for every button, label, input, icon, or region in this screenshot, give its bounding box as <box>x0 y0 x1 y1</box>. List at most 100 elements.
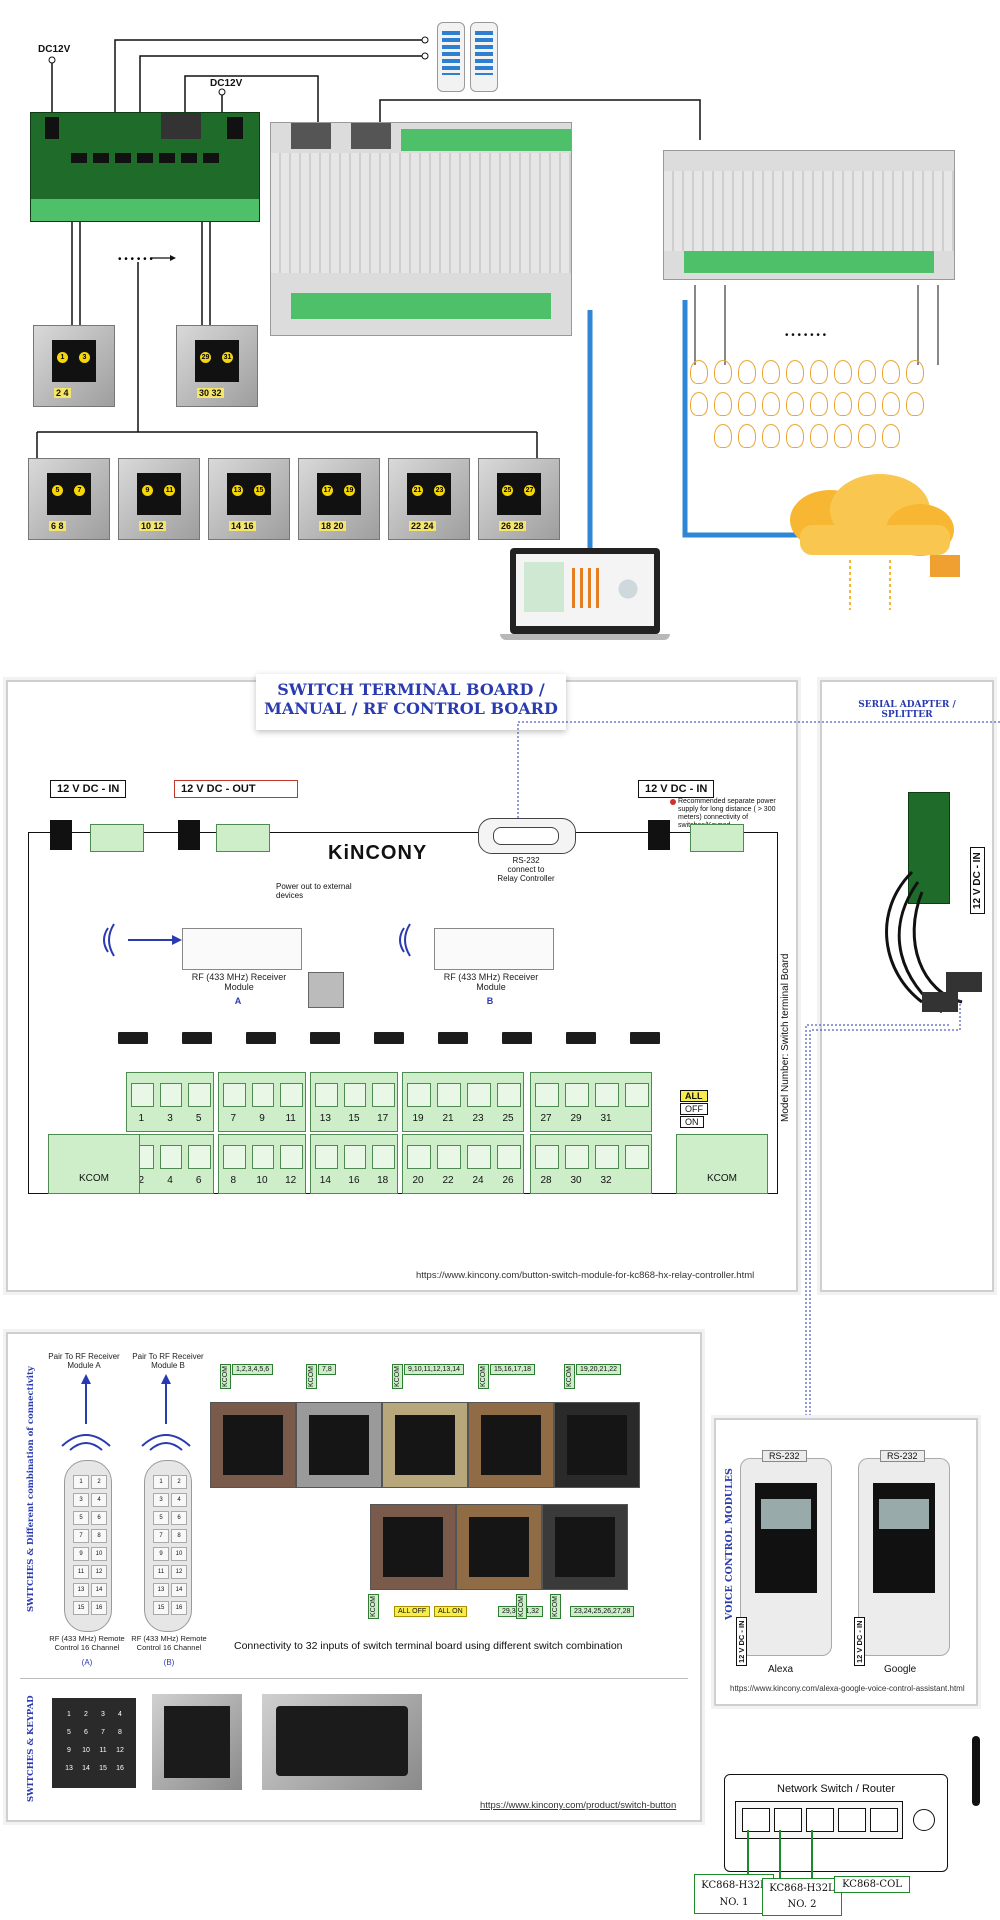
switch-dot: 5 <box>52 485 63 496</box>
board-url: https://www.kincony.com/button-switch-mo… <box>416 1270 755 1281</box>
serial-cables <box>885 870 982 1014</box>
rf-letter-a: A <box>234 996 242 1006</box>
terminal-number: 17 <box>377 1113 389 1124</box>
light-bulb-icon <box>762 424 780 448</box>
kcom-label: KCOM <box>707 1173 737 1184</box>
switch-dot: 13 <box>232 485 243 496</box>
light-bulb-icon <box>786 360 804 384</box>
remote-key: 9 <box>73 1547 89 1561</box>
light-bulb-icon <box>858 392 876 416</box>
antenna <box>972 1736 980 1806</box>
light-bulb-icon <box>762 392 780 416</box>
remote-key: 15 <box>73 1601 89 1615</box>
terminal-number: 2 <box>138 1175 145 1186</box>
switch-numbers: 10 12 <box>139 521 166 531</box>
model-number-vertical: Model Number: Switch terminal Board <box>780 953 791 1122</box>
terminal-number: 15 <box>348 1113 360 1124</box>
terminal-number: 11 <box>285 1113 296 1124</box>
terminal-number: 18 <box>377 1175 389 1186</box>
remote-key: 12 <box>91 1565 107 1579</box>
switch-numbers: 26 28 <box>499 521 526 531</box>
switch-dot: 23 <box>434 485 445 496</box>
kcom-tag: KCOM <box>564 1364 575 1389</box>
relay-controller-photo-right <box>663 150 955 280</box>
light-bulb-icon <box>834 424 852 448</box>
power-jack-left <box>50 820 72 850</box>
pair-a-label: Pair To RF Receiver Module A <box>48 1352 120 1370</box>
remote-key: 2 <box>91 1475 107 1489</box>
terminal-screw <box>188 1083 211 1107</box>
note-bullet <box>670 799 676 805</box>
switch-terminal-board-photo <box>30 112 260 222</box>
keypad-key: 16 <box>116 1765 124 1772</box>
terminal-number: 3 <box>167 1113 173 1124</box>
tag-h32l-1-model: KC868-H32L <box>701 1880 767 1891</box>
terminal-screw <box>437 1145 461 1169</box>
input-range-tag: 19,20,21,22 <box>576 1364 621 1375</box>
switch-dot: 11 <box>164 485 175 496</box>
terminal-screw <box>372 1145 395 1169</box>
light-bulb-icon <box>690 360 708 384</box>
dc-in-right-label: 12 V DC - IN <box>638 780 715 798</box>
kcom-tag: KCOM <box>392 1364 403 1389</box>
tag-col: KC868-COL <box>834 1876 910 1893</box>
remote-key: 5 <box>73 1511 89 1525</box>
switch-plate-photo <box>542 1504 628 1590</box>
ic-chip <box>374 1032 404 1044</box>
terminal-number: 16 <box>348 1175 360 1186</box>
keypad-photo-2 <box>152 1694 242 1790</box>
power-terminal-right <box>690 824 744 852</box>
keypad-key: 3 <box>101 1711 105 1718</box>
terminal-screw <box>625 1145 649 1169</box>
terminal-number: 6 <box>195 1175 202 1186</box>
keypad-key: 14 <box>82 1765 90 1772</box>
kcom-right-block: KCOM <box>676 1134 768 1194</box>
light-bulb-icon <box>738 392 756 416</box>
google-label: Google <box>884 1664 917 1675</box>
terminal-number: 4 <box>167 1175 173 1186</box>
light-bulb-icon <box>786 424 804 448</box>
terminal-screw <box>343 1145 367 1169</box>
terminal-screw <box>497 1083 521 1107</box>
keypad-key: 2 <box>84 1711 88 1718</box>
remote-key: 6 <box>91 1511 107 1525</box>
switch-terminal-board-panel: SWITCH TERMINAL BOARD / MANUAL / RF CONT… <box>6 674 798 1292</box>
remote-key: 9 <box>153 1547 169 1561</box>
remote-key: 4 <box>171 1493 187 1507</box>
keypad-key: 10 <box>82 1747 90 1754</box>
switch-plate-photo <box>296 1402 382 1488</box>
terminal-number: 24 <box>472 1175 484 1186</box>
terminal-screw <box>625 1083 649 1107</box>
light-bulb-icon <box>882 392 900 416</box>
input-range-tag: 7,8 <box>318 1364 336 1375</box>
dots-right: • • • • • • • <box>785 330 827 341</box>
board-title-line1: SWITCH TERMINAL BOARD / <box>277 680 545 699</box>
switch-numbers: 30 32 <box>197 388 224 398</box>
voice-control-panel: VOICE CONTROL MODULES RS-232 RS-232 12 V… <box>714 1418 978 1706</box>
board-title-box: SWITCH TERMINAL BOARD / MANUAL / RF CONT… <box>256 674 566 730</box>
terminal-number: 27 <box>540 1113 552 1124</box>
keypad-key: 8 <box>118 1729 122 1736</box>
top-system-diagram: • • • • • • DC12V DC12V <box>0 0 1000 650</box>
kcom-tag: KCOM <box>368 1594 379 1619</box>
light-bulb-icon <box>858 424 876 448</box>
remote-key: 1 <box>153 1475 169 1489</box>
divider <box>20 1678 688 1679</box>
terminal-number: 26 <box>502 1175 514 1186</box>
terminal-screw <box>595 1083 619 1107</box>
keypad-key: 15 <box>99 1765 107 1772</box>
kcom-label: KCOM <box>79 1173 109 1184</box>
terminal-screw <box>223 1083 246 1107</box>
all-label: ALL <box>680 1090 708 1102</box>
switch-dot: 9 <box>142 485 153 496</box>
light-bulb-icon <box>834 360 852 384</box>
relay-controller-photo <box>270 122 572 336</box>
